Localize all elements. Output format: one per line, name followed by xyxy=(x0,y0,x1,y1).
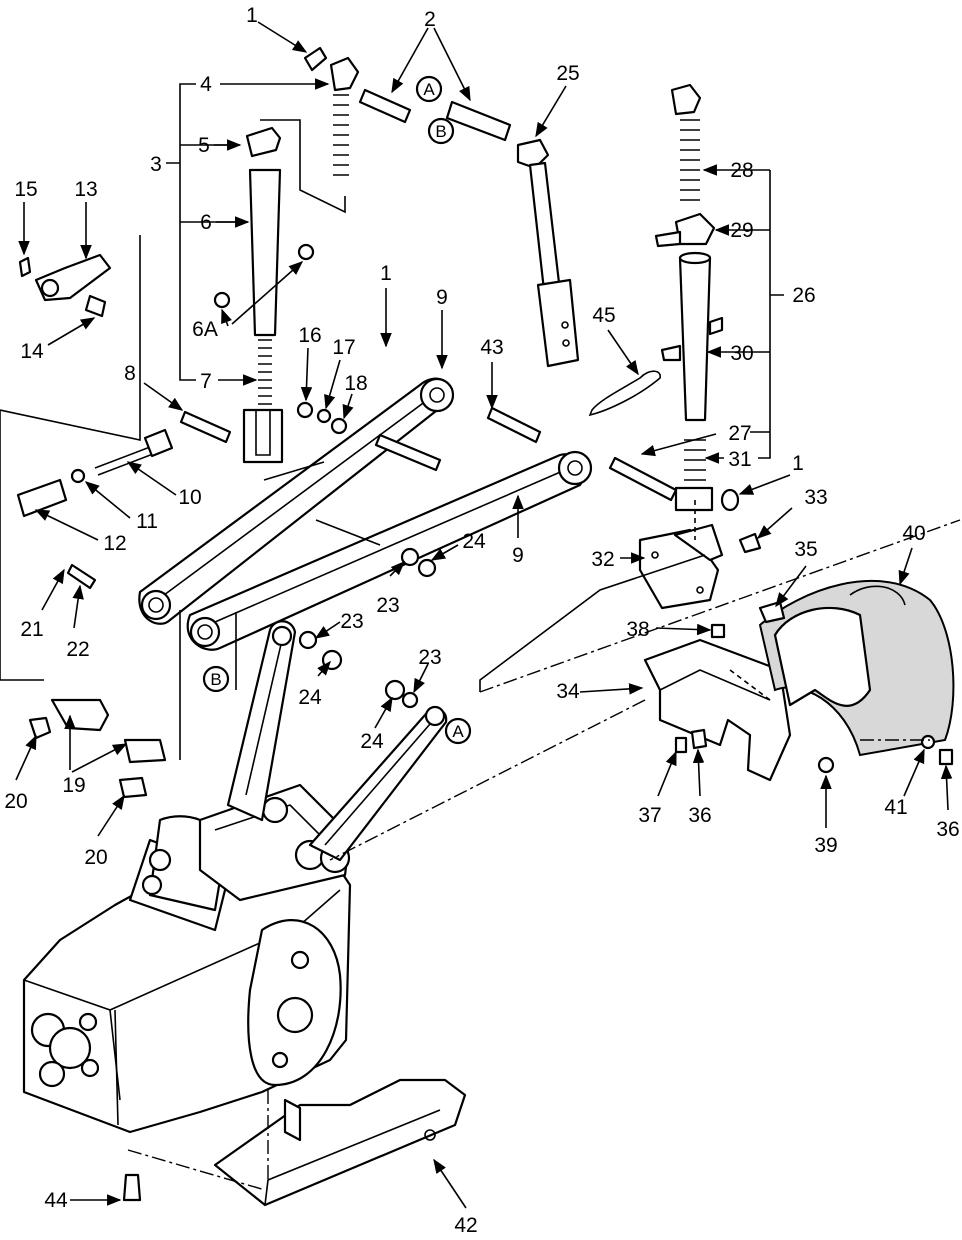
callout-15: 15 xyxy=(14,178,37,201)
callout-23-lower-a: 23 xyxy=(340,610,363,633)
callout-8: 8 xyxy=(124,362,136,385)
marker-a-top xyxy=(415,75,443,103)
callout-18: 18 xyxy=(344,372,367,395)
callout-7: 7 xyxy=(200,370,212,393)
callout-40: 40 xyxy=(902,522,925,545)
callout-42: 42 xyxy=(454,1214,477,1237)
callout-10: 10 xyxy=(178,486,201,509)
marker-b-top xyxy=(427,117,455,145)
callout-6a: 6A xyxy=(192,318,218,341)
callout-23-mid: 23 xyxy=(376,594,399,617)
top-link-assembly xyxy=(213,46,360,464)
callout-41: 41 xyxy=(884,796,907,819)
callout-19: 19 xyxy=(62,774,85,797)
callout-12: 12 xyxy=(103,532,126,555)
lower-link-left xyxy=(138,377,455,625)
lift-arms xyxy=(226,620,448,862)
callout-29: 29 xyxy=(730,219,753,242)
small-hardware xyxy=(16,253,954,1202)
callout-30: 30 xyxy=(730,342,753,365)
callout-26: 26 xyxy=(792,284,815,307)
marker-b-left xyxy=(202,665,230,693)
callout-36-right: 36 xyxy=(936,818,959,841)
transmission-housing xyxy=(22,815,352,1134)
callout-39: 39 xyxy=(814,834,837,857)
callout-45: 45 xyxy=(592,304,615,327)
marker-a-top-label: A xyxy=(423,80,435,99)
marker-a-lift-arm-label: A xyxy=(452,722,464,741)
callout-6: 6 xyxy=(200,211,212,234)
callout-43: 43 xyxy=(480,336,503,359)
pto-guard-40 xyxy=(758,579,955,757)
lift-cover xyxy=(198,783,352,902)
callout-9-lower: 9 xyxy=(512,544,524,567)
marker-a-lift-arm xyxy=(444,717,472,745)
callout-22: 22 xyxy=(66,638,89,661)
callout-27: 27 xyxy=(728,422,751,445)
callout-3: 3 xyxy=(150,153,162,176)
callout-24-mid: 24 xyxy=(462,530,486,553)
callout-1-top: 1 xyxy=(246,4,258,27)
callout-24-lower-b: 24 xyxy=(360,730,384,753)
lift-rod-25 xyxy=(516,138,580,368)
callout-labels: 1 2 3 4 5 6 6A 7 8 9 9 10 11 12 13 14 15… xyxy=(4,4,959,1237)
callout-11: 11 xyxy=(136,510,158,533)
callout-25: 25 xyxy=(556,62,579,85)
guide-lines xyxy=(0,119,961,1191)
callout-20-left: 20 xyxy=(4,790,27,813)
callout-37: 37 xyxy=(638,804,661,827)
callout-4: 4 xyxy=(200,73,212,96)
callout-2: 2 xyxy=(424,8,436,31)
callout-28: 28 xyxy=(730,159,753,182)
callout-35: 35 xyxy=(794,538,817,561)
callout-34: 34 xyxy=(556,680,580,703)
callout-44: 44 xyxy=(44,1189,68,1212)
callout-23-lower-b: 23 xyxy=(418,646,441,669)
callout-16: 16 xyxy=(298,324,321,347)
callout-20-lower: 20 xyxy=(84,846,107,869)
marker-b-top-label: B xyxy=(435,122,446,141)
callout-33: 33 xyxy=(804,486,827,509)
drawbar-bracket-42 xyxy=(213,1078,467,1207)
callout-9-top: 9 xyxy=(436,286,448,309)
pins-2 xyxy=(358,88,512,142)
callout-36-center: 36 xyxy=(688,804,711,827)
pto-shield-34 xyxy=(643,638,792,782)
leader-lines xyxy=(15,21,953,1209)
callout-13: 13 xyxy=(74,178,97,201)
callout-1-middle: 1 xyxy=(380,262,392,285)
callout-32: 32 xyxy=(591,548,614,571)
callout-5: 5 xyxy=(198,134,210,157)
callout-24-lower-a: 24 xyxy=(298,686,322,709)
callout-1-right: 1 xyxy=(792,452,804,475)
callout-14: 14 xyxy=(20,340,44,363)
reference-markers: A B B A xyxy=(202,75,472,745)
callout-21: 21 xyxy=(20,618,43,641)
callout-17: 17 xyxy=(332,336,355,359)
lower-link-right xyxy=(186,450,593,651)
callout-31: 31 xyxy=(728,448,751,471)
lift-rod-assembly-26 xyxy=(608,83,740,512)
callout-38: 38 xyxy=(626,618,649,641)
bracket-32 xyxy=(638,523,724,610)
marker-b-left-label: B xyxy=(210,670,221,689)
